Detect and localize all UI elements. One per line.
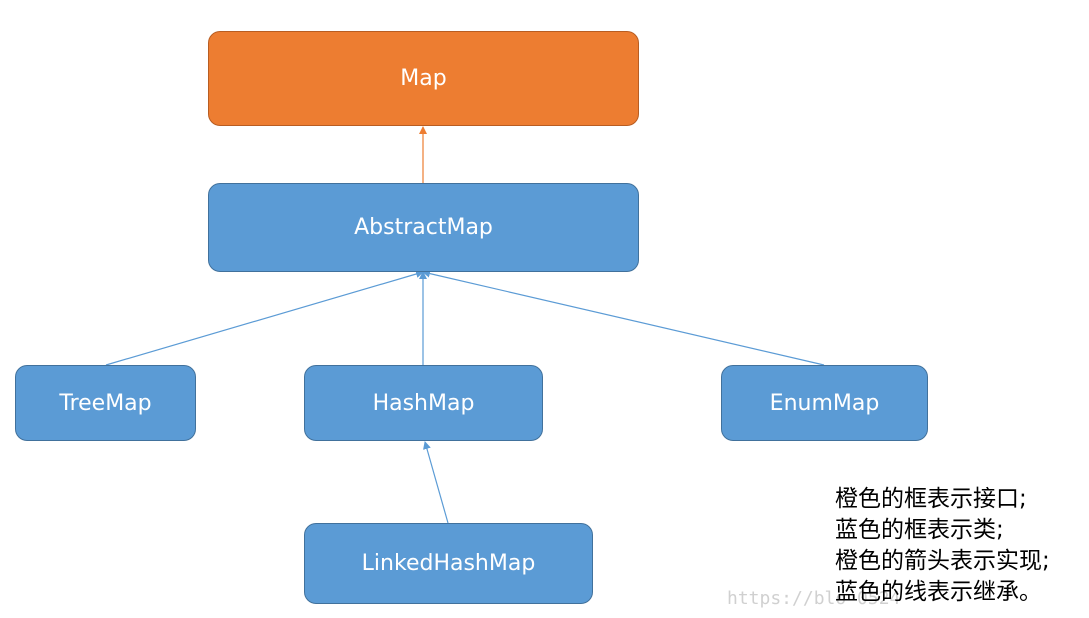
legend: 橙色的框表示接口; 蓝色的框表示类; 橙色的箭头表示实现; 蓝色的线表示继承。 <box>835 484 1050 608</box>
node-abstractmap-class: AbstractMap <box>208 183 639 272</box>
edge-linkedhashmap-to-hashmap <box>423 441 449 524</box>
legend-line-class-box: 蓝色的框表示类; <box>835 517 1004 543</box>
edge-treemap-to-abstractmap <box>105 270 424 366</box>
node-treemap-class: TreeMap <box>15 365 196 441</box>
legend-line-extends-line: 蓝色的线表示继承。 <box>835 579 1042 605</box>
node-enummap-class: EnumMap <box>721 365 928 441</box>
node-hashmap-class: HashMap <box>304 365 543 441</box>
node-map-interface: Map <box>208 31 639 126</box>
edge-enummap-to-abstractmap <box>422 269 825 366</box>
node-linkedhashmap-class: LinkedHashMap <box>304 523 593 604</box>
legend-line-interface-box: 橙色的框表示接口; <box>835 486 1027 512</box>
legend-line-implements-arrow: 橙色的箭头表示实现; <box>835 548 1050 574</box>
